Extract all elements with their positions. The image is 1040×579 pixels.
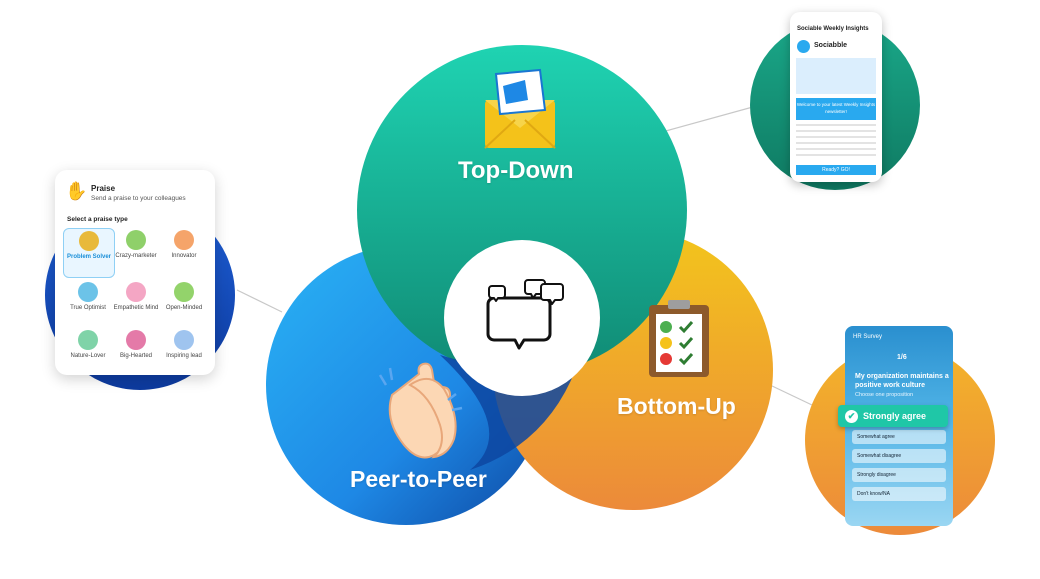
envelope-megaphone-icon	[484, 68, 556, 149]
badge-label: Open-Minded	[165, 305, 203, 311]
badge-label: Innovator	[171, 253, 197, 259]
survey-option[interactable]: Don't know/NA	[852, 487, 946, 501]
praise-badge[interactable]: Open-Minded	[159, 280, 209, 328]
praise-badge[interactable]: True Optimist	[63, 280, 113, 328]
clapping-hands-icon	[378, 362, 463, 459]
praise-badge[interactable]: Empathetic Mind	[111, 280, 161, 328]
newsletter-cta-button[interactable]: Ready? GO!	[796, 165, 876, 175]
praise-badge[interactable]: Big-Hearted	[111, 328, 161, 375]
badge-label: Inspiring lead	[166, 353, 202, 359]
connector-line-praise	[236, 289, 283, 313]
top-down-circle	[357, 45, 687, 375]
badge-label: Crazy-marketer	[115, 253, 157, 259]
newsletter-banner: Welcome to your latest Weekly Insights n…	[796, 98, 876, 120]
newsletter-brand: Sociabble	[814, 42, 848, 49]
top-down-label: Top-Down	[458, 157, 574, 184]
survey-selected-label: Strongly agree	[863, 411, 927, 421]
praise-card: ✋ Praise Send a praise to your colleague…	[55, 170, 215, 375]
badge-label: True Optimist	[70, 305, 106, 311]
badge-icon	[126, 230, 146, 250]
connector-line-newsletter	[661, 104, 761, 133]
badge-icon	[174, 230, 194, 250]
praise-badge[interactable]: Crazy-marketer	[111, 228, 161, 276]
badge-label: Problem Solver	[66, 254, 111, 260]
badge-icon	[79, 231, 99, 251]
badge-icon	[174, 330, 194, 350]
survey-option[interactable]: Strongly disagree	[852, 468, 946, 482]
chat-bubbles-icon	[486, 279, 564, 350]
badge-icon	[126, 282, 146, 302]
badge-label: Nature-Lover	[70, 353, 106, 359]
praise-badge[interactable]: Innovator	[159, 228, 209, 276]
sociabble-logo-icon	[797, 40, 810, 53]
newsletter-title: Sociable Weekly Insights	[797, 26, 869, 32]
connector-line-survey	[769, 384, 813, 406]
badge-icon	[126, 330, 146, 350]
survey-counter: 1/6	[897, 354, 907, 361]
badge-icon	[78, 330, 98, 350]
newsletter-body-text	[796, 124, 876, 160]
peer-to-peer-label: Peer-to-Peer	[350, 466, 487, 492]
survey-question: My organization maintains a positive wor…	[855, 373, 949, 389]
survey-header: HR Survey	[853, 334, 883, 340]
praise-section-label: Select a praise type	[67, 216, 128, 223]
praise-subtitle: Send a praise to your colleagues	[91, 195, 186, 202]
survey-option[interactable]: Somewhat disagree	[852, 449, 946, 463]
survey-selected-option[interactable]: ✔ Strongly agree	[838, 405, 948, 427]
waving-hand-icon: ✋	[65, 181, 88, 201]
badge-icon	[174, 282, 194, 302]
praise-badge[interactable]: Inspiring lead	[159, 328, 209, 375]
badge-label: Big-Hearted	[119, 353, 152, 359]
newsletter-hero-image	[796, 58, 876, 94]
praise-badge[interactable]: Problem Solver	[63, 228, 115, 278]
bottom-up-label: Bottom-Up	[617, 393, 736, 419]
check-icon: ✔	[845, 410, 858, 424]
praise-badge[interactable]: Nature-Lover	[63, 328, 113, 375]
survey-hint: Choose one proposition	[855, 392, 914, 398]
praise-title: Praise	[91, 184, 116, 193]
survey-option[interactable]: Somewhat agree	[852, 430, 946, 444]
clipboard-checklist-icon	[649, 300, 709, 377]
badge-icon	[78, 282, 98, 302]
newsletter-phone: Sociable Weekly Insights Sociabble Welco…	[790, 12, 882, 182]
badge-label: Empathetic Mind	[113, 305, 159, 311]
